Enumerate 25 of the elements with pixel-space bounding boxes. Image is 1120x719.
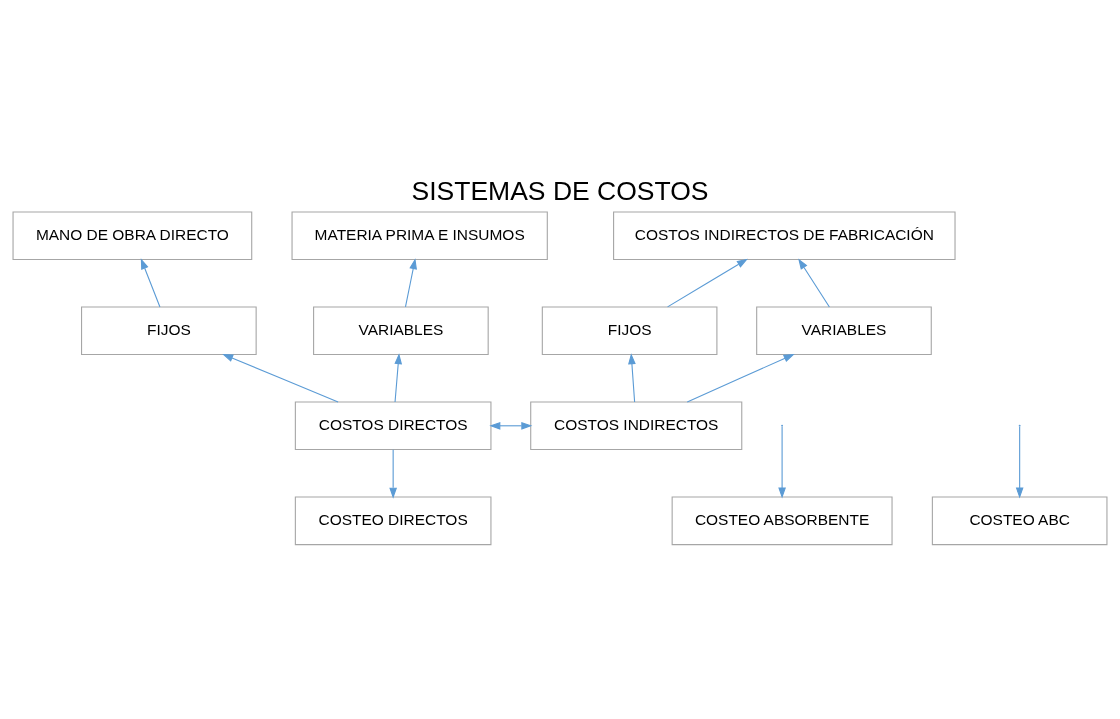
node-box: COSTOS INDIRECTOS DE FABRICACIÓN (613, 211, 956, 261)
node-box: MATERIA PRIMA E INSUMOS (291, 211, 548, 261)
arrow (389, 449, 398, 499)
node-box: VARIABLES (756, 306, 932, 356)
node-box: COSTOS DIRECTOS (294, 401, 492, 451)
diagram-title: SISTEMAS DE COSTOS (411, 176, 709, 207)
arrow (686, 353, 795, 403)
node-box: VARIABLES (313, 306, 489, 356)
arrow (404, 258, 417, 308)
arrow (667, 258, 748, 308)
arrow (140, 258, 161, 308)
node-box: FIJOS (81, 306, 257, 356)
arrow (489, 421, 533, 430)
node-box: COSTEO ABSORBENTE (671, 496, 893, 546)
arrow (1015, 426, 1024, 499)
arrow (394, 353, 403, 403)
arrow (222, 353, 339, 403)
node-box: MANO DE OBRA DIRECTO (12, 211, 253, 261)
arrow (778, 426, 786, 499)
node-box: COSTEO ABC (931, 496, 1108, 546)
arrow (628, 353, 636, 403)
node-box: COSTOS INDIRECTOS (530, 401, 743, 451)
arrow (798, 258, 830, 308)
node-box: FIJOS (541, 306, 718, 356)
node-box: COSTEO DIRECTOS (294, 496, 492, 546)
